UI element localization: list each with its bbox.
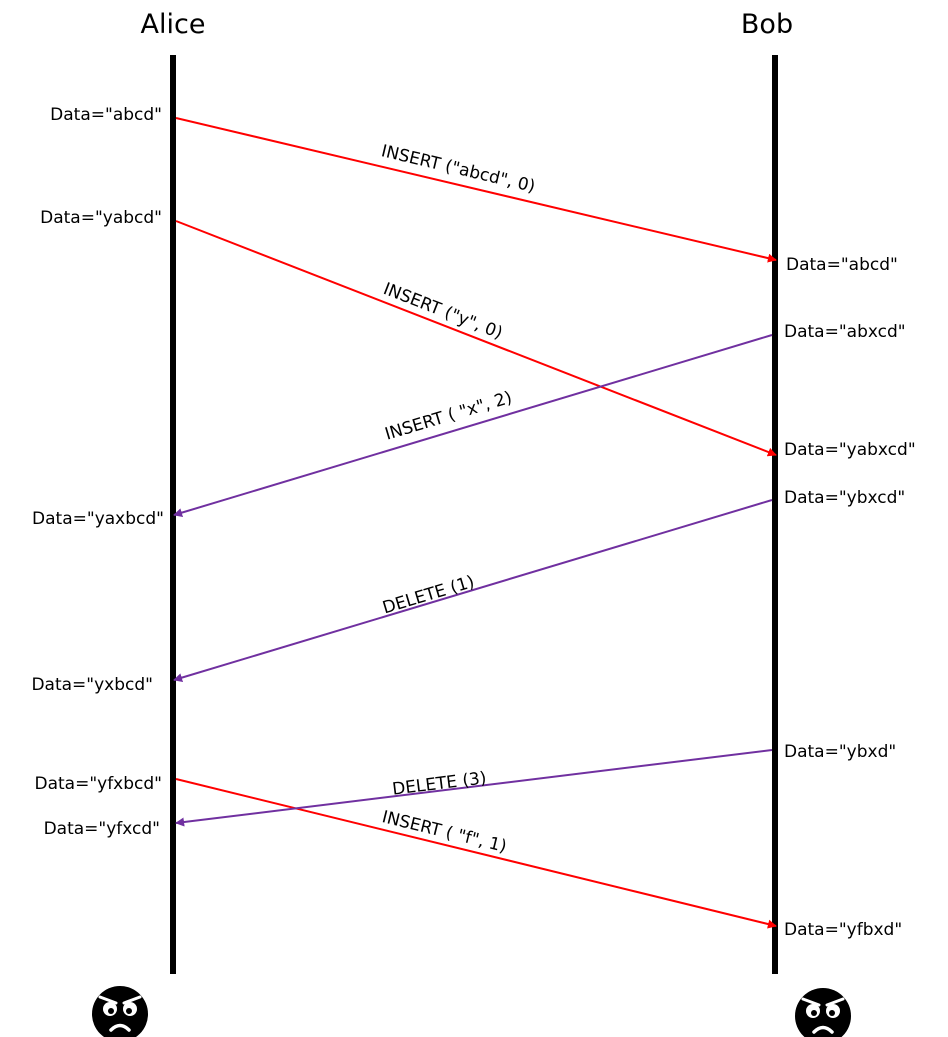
bob-state-label: Data="abcd" [786,255,898,275]
alice-state-label: Data="abcd" [50,105,162,125]
bob-state-label: Data="ybxcd" [784,488,905,508]
message-arrow-insert-f [175,778,777,929]
message-arrow-insert-abcd [175,117,777,263]
alice-state-label: Data="yabcd" [40,208,162,228]
message-label-insert-f: INSERT ( "f", 1) [380,807,509,857]
alice-state-label: Data="yaxbcd" [32,509,164,529]
actor-name-bob: Bob [741,9,793,40]
bob-state-label: Data="ybxd" [784,742,896,762]
bob-state-label: Data="yfbxd" [784,920,902,940]
alice-state-label: Data="yfxcd" [44,819,160,839]
message-label-insert-x: INSERT ( "x", 2) [383,388,515,445]
message-label-insert-y: INSERT ("y", 0) [380,279,505,343]
message-arrow-insert-y [175,220,777,457]
bob-state-label: Data="abxcd" [784,322,906,342]
alice-state-label: Data="yfxbcd" [34,774,162,794]
message-label-delete-1: DELETE (1) [380,572,476,618]
alice-state-label: Data="yxbcd" [31,675,153,695]
angry-face-icon [795,988,851,1037]
angry-face-icon [92,986,148,1037]
actor-name-alice: Alice [141,9,206,40]
message-arrow-delete-3 [175,749,773,827]
message-label-delete-3: DELETE (3) [391,768,487,799]
message-arrow-insert-x [173,334,773,517]
message-label-insert-abcd: INSERT ("abcd", 0) [379,141,537,197]
message-arrow-delete-1 [173,499,773,682]
bob-state-label: Data="yabxcd" [784,440,916,460]
